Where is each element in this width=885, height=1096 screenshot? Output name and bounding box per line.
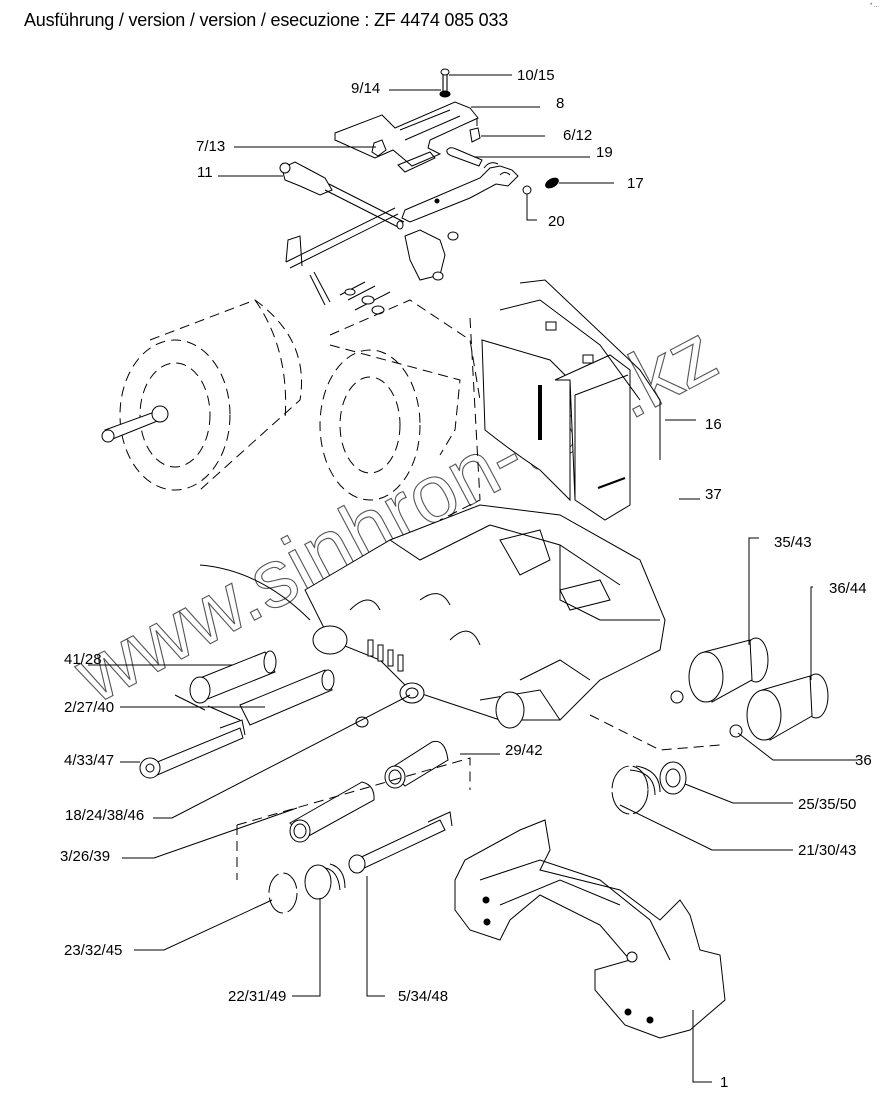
brake-chamber-phantom: [101, 299, 481, 521]
bolt-part-5-34-48: [354, 819, 446, 871]
plate-part-8: [334, 101, 479, 167]
callout-6-12: 6/12: [563, 127, 592, 144]
leader-lines: [88, 74, 858, 1083]
lever-arm: [401, 165, 519, 223]
callout-23-32-45: 23/32/45: [64, 942, 122, 959]
spring-part-21-30-43: [611, 765, 649, 815]
callout-8: 8: [556, 95, 564, 112]
callout-20: 20: [548, 213, 565, 230]
callout-7-13: 7/13: [196, 138, 225, 155]
callout-22-31-49: 22/31/49: [228, 988, 286, 1005]
boot-part-36-44: [746, 673, 829, 741]
shaft-part-11: [279, 161, 405, 230]
callout-21-30-43: 21/30/43: [798, 842, 856, 859]
callout-3-26-39: 3/26/39: [60, 848, 110, 865]
clip-part-6-12: [469, 127, 481, 143]
callout-1: 1: [720, 1074, 728, 1091]
bolt-part-10-15: [440, 68, 450, 92]
boot-part-22-31-49: [304, 864, 332, 900]
callout-17: 17: [627, 175, 644, 192]
washer-part-9-14: [439, 90, 451, 98]
plug-part-18: [355, 716, 369, 728]
callout-36-44: 36/44: [829, 580, 867, 597]
spring-part-17: [545, 177, 559, 189]
right-seals: [589, 637, 829, 815]
callout-16: 16: [705, 416, 722, 433]
bolt-part-4-33-47: [149, 727, 244, 777]
adjuster-mechanism-group: [279, 68, 559, 315]
callout-41-28: 41/28: [64, 651, 102, 668]
callout-35-43: 35/43: [774, 534, 812, 551]
clip-part-7-13: [371, 139, 387, 157]
callout-36: 36: [855, 752, 872, 769]
caliper-body: [199, 504, 666, 729]
callout-9-14: 9/14: [351, 80, 380, 97]
lower-sleeves: [236, 740, 471, 880]
callout-10-15: 10/15: [517, 67, 555, 84]
brake-pads-part-16: [481, 279, 661, 521]
lower-fasteners: [268, 811, 453, 914]
callout-37: 37: [705, 486, 722, 503]
carrier-bracket-part-1: [454, 819, 726, 1039]
callout-11: 11: [197, 164, 213, 181]
callout-29-42: 29/42: [505, 742, 543, 759]
callout-2-27-40: 2/27/40: [64, 699, 114, 716]
pin-part-19: [446, 147, 483, 167]
ring-part-23-32-45: [268, 872, 298, 914]
corner-mark: * ...: [870, 3, 880, 9]
long-rod: [285, 207, 399, 269]
guide-pin-assembly: [139, 650, 369, 779]
callout-4-33-47: 4/33/47: [64, 752, 114, 769]
callout-5-34-48: 5/34/48: [398, 988, 448, 1005]
nut-part-20: [522, 185, 532, 195]
adjuster-bracket: [404, 229, 446, 281]
tube-part-3-26-39: [289, 781, 375, 839]
pin-part-37: [670, 690, 684, 704]
callout-18-24-38-46: 18/24/38/46: [65, 807, 144, 824]
boot-part-35-43: [688, 637, 769, 703]
callout-25-35-50: 25/35/50: [798, 796, 856, 813]
page-title: Ausführung / version / version / esecuzi…: [24, 10, 509, 30]
callout-19: 19: [596, 144, 613, 161]
sleeve-part-2-27-40: [239, 669, 333, 726]
callout-labels: 10/15 9/14 8 7/13 6/12 19 11 17 20 16 37…: [60, 67, 872, 1091]
